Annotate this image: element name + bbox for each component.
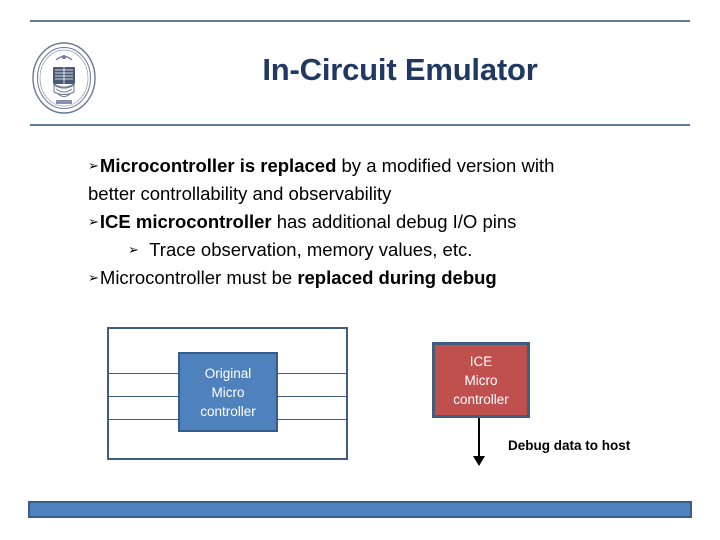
wire-right-3 bbox=[278, 419, 348, 420]
bullet-3-bold: replaced during debug bbox=[297, 267, 497, 288]
footer-bar bbox=[28, 501, 692, 518]
wire-right-2 bbox=[278, 396, 348, 397]
bullet-2-bold: ICE microcontroller bbox=[99, 211, 272, 232]
bullet-marker-icon: ➢ bbox=[88, 214, 99, 229]
bullet-1-bold: Microcontroller is replaced bbox=[99, 155, 337, 176]
wire-left-2 bbox=[109, 396, 180, 397]
bullet-2-text: has additional debug I/O pins bbox=[271, 211, 517, 232]
bullet-item-3: ➢Microcontroller must be replaced during… bbox=[88, 264, 688, 292]
bullet-item-1: ➢Microcontroller is replaced by a modifi… bbox=[88, 152, 688, 180]
header-rule-bottom bbox=[30, 124, 690, 126]
bullet-1-text: by a modified version with bbox=[336, 155, 555, 176]
page-title: In-Circuit Emulator bbox=[262, 52, 538, 87]
wire-left-1 bbox=[109, 373, 180, 374]
debug-arrow-head-icon bbox=[473, 456, 485, 466]
wire-left-3 bbox=[109, 419, 180, 420]
original-chip-line-1: Original bbox=[204, 365, 252, 381]
original-chip-line-3: controller bbox=[200, 403, 256, 419]
ice-chip-line-2: Micro bbox=[464, 372, 498, 388]
header-rule-top bbox=[30, 20, 690, 22]
original-microcontroller-box: Original Micro controller bbox=[178, 352, 278, 432]
sub-bullet-text: Trace observation, memory values, etc. bbox=[149, 239, 473, 260]
wire-right-1 bbox=[278, 373, 348, 374]
bullet-marker-icon: ➢ bbox=[88, 270, 99, 285]
ice-chip-line-3: controller bbox=[453, 391, 509, 407]
bullet-item-1-continuation: better controllability and observability bbox=[88, 183, 392, 204]
bullet-3-text: Microcontroller must be bbox=[99, 267, 298, 288]
ice-chip-line-1: ICE bbox=[469, 353, 493, 369]
university-seal-logo bbox=[26, 40, 102, 116]
bullet-marker-icon: ➢ bbox=[88, 158, 99, 173]
ice-microcontroller-box: ICE Micro controller bbox=[432, 342, 530, 418]
bullet-item-2-sub: ➢ Trace observation, memory values, etc. bbox=[88, 236, 688, 264]
original-chip-line-2: Micro bbox=[211, 384, 245, 400]
bullet-list: ➢Microcontroller is replaced by a modifi… bbox=[88, 152, 688, 292]
sub-bullet-marker-icon: ➢ bbox=[128, 242, 139, 257]
debug-arrow-shaft bbox=[478, 418, 480, 458]
debug-arrow-label: Debug data to host bbox=[508, 438, 631, 453]
bullet-item-2: ➢ICE microcontroller has additional debu… bbox=[88, 208, 688, 236]
